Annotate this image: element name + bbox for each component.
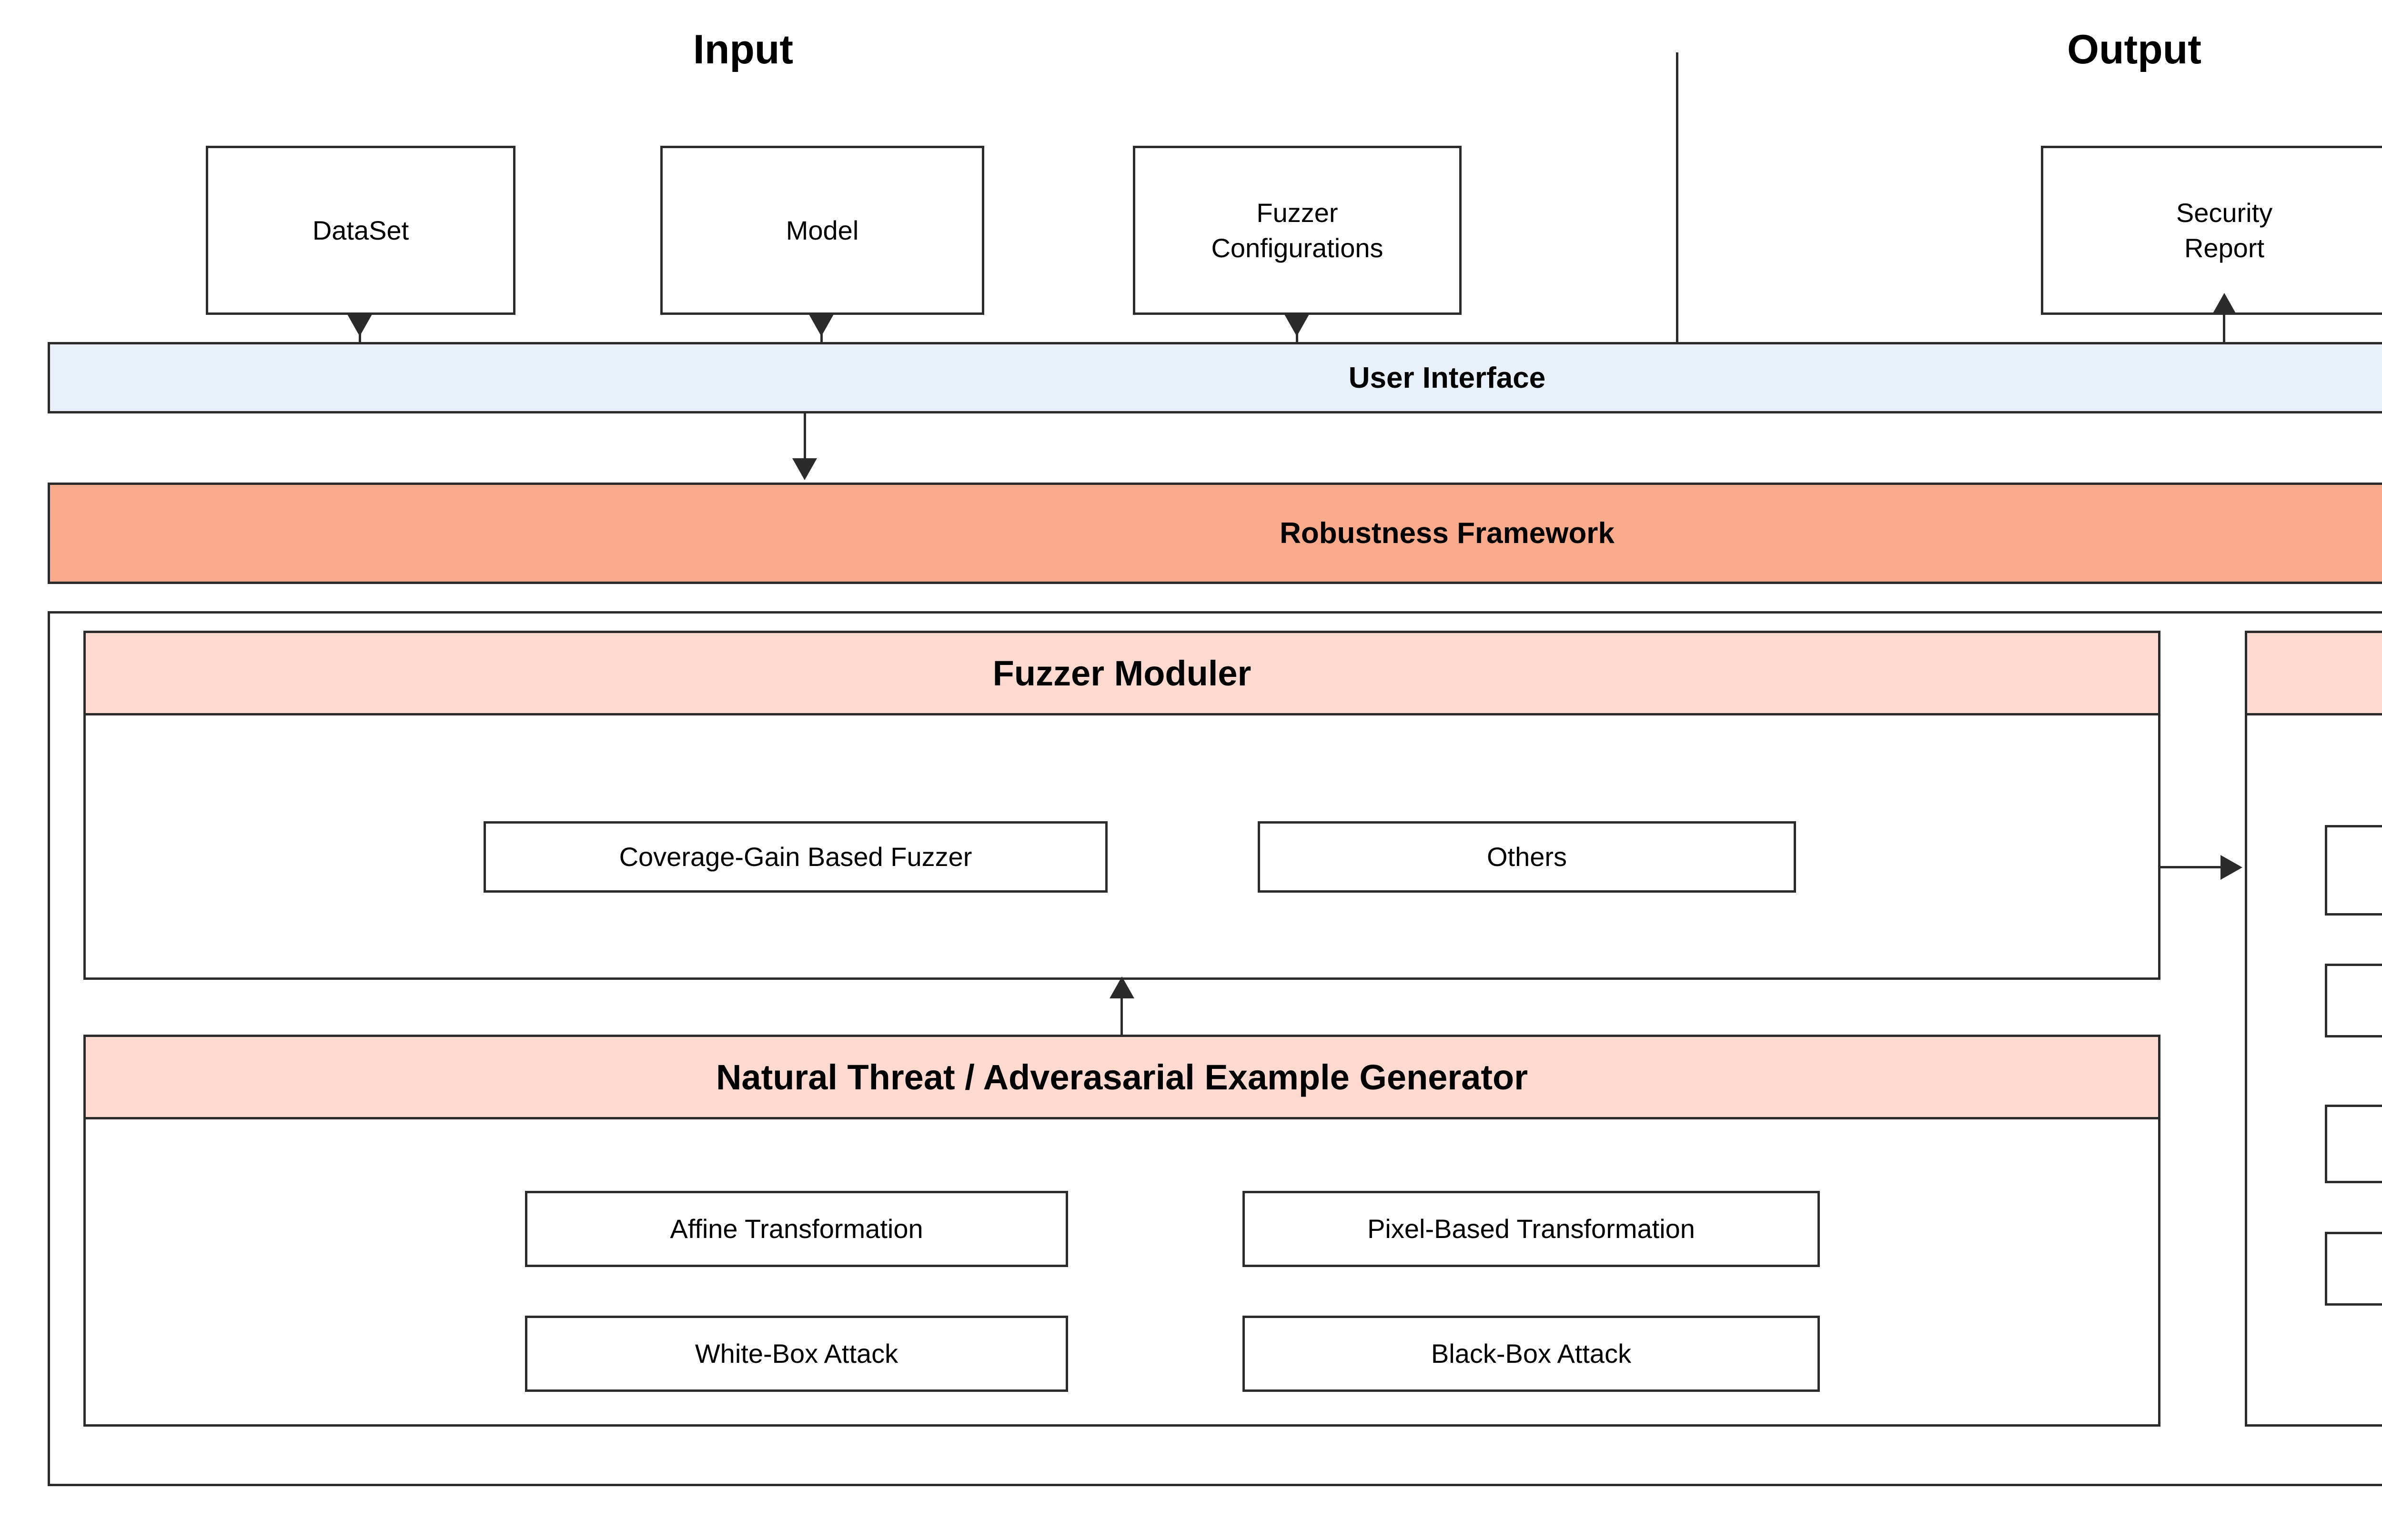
band-robustness-framework-label: Robustness Framework bbox=[1280, 517, 1615, 550]
arrow-generator-to-fuzzer-line bbox=[1120, 981, 1123, 1036]
evaluation-item-classification-utility[interactable]: Classification Utility bbox=[2325, 825, 2382, 916]
arrow-fuzzer-to-evaluation-head bbox=[2221, 855, 2242, 880]
input-node-model-label: Model bbox=[786, 215, 859, 245]
generator-item-pixel-based-transformation[interactable]: Pixel-Based Transformation bbox=[1242, 1191, 1820, 1267]
input-node-fuzzer-configurations[interactable]: Fuzzer Configurations bbox=[1133, 146, 1462, 315]
fuzzer-moduler-header: Fuzzer Moduler bbox=[83, 631, 2160, 715]
generator-item-white-box-attack[interactable]: White-Box Attack bbox=[525, 1316, 1068, 1392]
arrow-ui-to-framework-line bbox=[804, 413, 806, 461]
evaluation-item-coverage-utility[interactable]: Coverage Utility bbox=[2325, 964, 2382, 1037]
generator-item-white-box-attack-label: White-Box Attack bbox=[695, 1339, 898, 1369]
input-node-fuzzer-configurations-label-line1: Fuzzer bbox=[1256, 197, 1338, 228]
evaluation-item-attack-utility[interactable]: Attack Utility bbox=[2325, 1105, 2382, 1183]
arrow-ui-to-security-report-line bbox=[2223, 315, 2225, 343]
generator-item-black-box-attack-label: Black-Box Attack bbox=[1431, 1339, 1632, 1369]
output-node-security-report[interactable]: Security Report bbox=[2041, 146, 2382, 315]
input-node-model[interactable]: Model bbox=[660, 146, 984, 315]
input-heading: Input bbox=[693, 27, 794, 72]
fuzzer-item-others-label: Others bbox=[1486, 842, 1567, 872]
evaluation-header: Evaluation bbox=[2245, 631, 2382, 715]
arrow-fuzzer-to-evaluation-line bbox=[2160, 866, 2222, 868]
output-node-security-report-label-line2: Report bbox=[2184, 232, 2265, 263]
input-output-divider bbox=[1676, 52, 1678, 357]
generator-header: Natural Threat / Adverasarial Example Ge… bbox=[83, 1035, 2160, 1119]
fuzzer-moduler-title: Fuzzer Moduler bbox=[992, 653, 1252, 693]
fuzzer-item-others[interactable]: Others bbox=[1258, 821, 1796, 893]
input-node-dataset[interactable]: DataSet bbox=[206, 146, 515, 315]
output-heading: Output bbox=[2067, 27, 2201, 72]
fuzzer-item-coverage-gain-based-fuzzer-label: Coverage-Gain Based Fuzzer bbox=[619, 842, 972, 872]
arrow-fuzzerconfig-to-ui-head bbox=[1284, 314, 1309, 336]
input-node-fuzzer-configurations-label-line2: Configurations bbox=[1211, 232, 1383, 263]
generator-item-pixel-based-transformation-label: Pixel-Based Transformation bbox=[1367, 1214, 1695, 1244]
generator-item-black-box-attack[interactable]: Black-Box Attack bbox=[1242, 1316, 1820, 1392]
input-node-dataset-label: DataSet bbox=[312, 215, 409, 245]
arrow-ui-to-framework-head bbox=[792, 458, 817, 480]
arrow-generator-to-fuzzer-head bbox=[1110, 976, 1134, 998]
band-user-interface-label: User Interface bbox=[1348, 361, 1546, 394]
fuzzer-item-coverage-gain-based-fuzzer[interactable]: Coverage-Gain Based Fuzzer bbox=[484, 821, 1108, 893]
generator-item-affine-transformation[interactable]: Affine Transformation bbox=[525, 1191, 1068, 1267]
arrow-ui-to-security-report-head bbox=[2212, 293, 2237, 315]
generator-item-affine-transformation-label: Affine Transformation bbox=[670, 1214, 923, 1244]
evaluation-item-others[interactable]: Others bbox=[2325, 1232, 2382, 1306]
arrow-model-to-ui-head bbox=[809, 314, 834, 336]
output-node-security-report-label-line1: Security bbox=[2176, 197, 2273, 228]
band-user-interface[interactable]: User Interface bbox=[48, 342, 2382, 413]
band-robustness-framework[interactable]: Robustness Framework bbox=[48, 483, 2382, 584]
generator-title: Natural Threat / Adverasarial Example Ge… bbox=[716, 1057, 1528, 1097]
arrow-dataset-to-ui-head bbox=[347, 314, 372, 336]
